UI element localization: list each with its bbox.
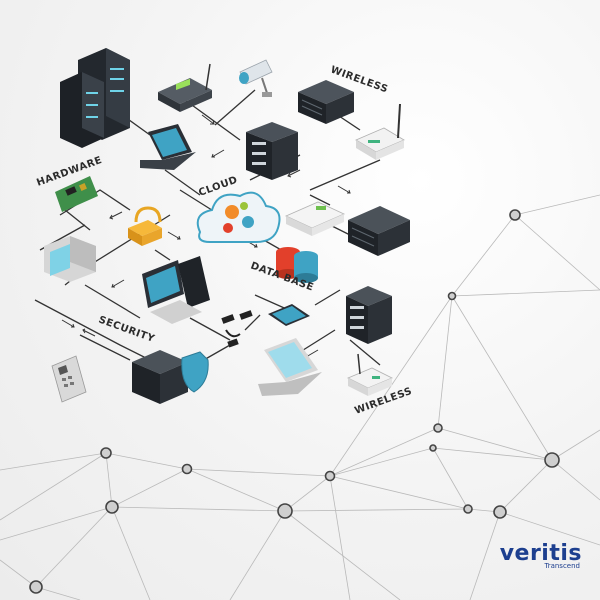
tower-server-right-icon — [346, 286, 392, 344]
wireless-router-bottom-icon — [347, 353, 393, 396]
label-hardware: HARDWARE — [35, 155, 104, 189]
smartphone-icon — [268, 304, 310, 326]
background-network-mesh — [0, 194, 600, 600]
rack-switch-icon — [298, 80, 354, 124]
router-icon — [158, 63, 212, 112]
rack-server-right-icon — [348, 206, 410, 256]
security-camera-icon — [239, 59, 273, 97]
label-security: SECURITY — [97, 314, 156, 345]
brand-name: veritis — [499, 541, 582, 566]
server-rack-center-icon — [246, 122, 298, 180]
network-switch-icon — [285, 201, 345, 236]
crt-monitor-icon — [44, 236, 96, 282]
cloud-icon — [196, 191, 281, 243]
brand-logo: veritis Transcend — [500, 541, 582, 570]
laptop-bottom-icon — [258, 338, 322, 396]
tower-servers-icon — [60, 48, 130, 148]
connection-lines — [34, 89, 381, 366]
background-network-nodes — [29, 209, 560, 594]
circuit-board-icon — [55, 176, 98, 212]
laptop-top-icon — [140, 124, 196, 170]
server-with-shield-icon — [132, 350, 209, 404]
brand-tagline: Transcend — [544, 562, 580, 570]
usb-cable-icon — [221, 310, 253, 348]
wireless-router-icon — [355, 103, 405, 160]
database-icon — [276, 247, 318, 283]
desktop-pc-icon — [142, 256, 210, 324]
keypad-icon — [51, 355, 87, 403]
padlock-icon — [128, 206, 162, 246]
